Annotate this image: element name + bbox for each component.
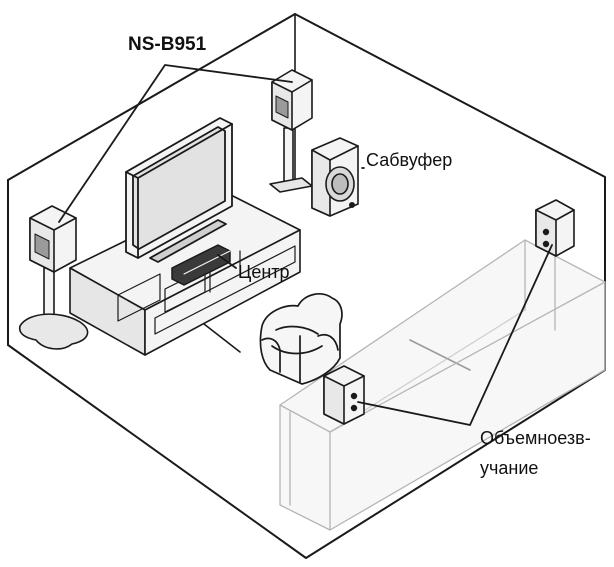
leader-lines (58, 64, 553, 426)
subwoofer (311, 137, 359, 217)
front-speakers-label: NS-B951 (128, 34, 207, 55)
tv-cabinet (69, 191, 301, 356)
surround-label-line1: Объемноезв- (480, 428, 591, 448)
center-speaker (171, 244, 231, 286)
surround-right-speaker (535, 199, 575, 257)
surround-left-speaker (323, 365, 365, 425)
front-right-speaker (269, 69, 313, 193)
subwoofer-label: Сабвуфер (366, 150, 452, 170)
armchair (259, 293, 343, 385)
surround-label-line2: учание (480, 458, 538, 478)
front-speakers-leader (58, 64, 293, 223)
front-left-speaker (18, 205, 89, 350)
center-leader (217, 254, 237, 269)
transparent-bench (279, 239, 606, 531)
flat-tv (125, 117, 233, 263)
surround-leader (357, 244, 553, 426)
center-label: Центр (238, 262, 290, 282)
